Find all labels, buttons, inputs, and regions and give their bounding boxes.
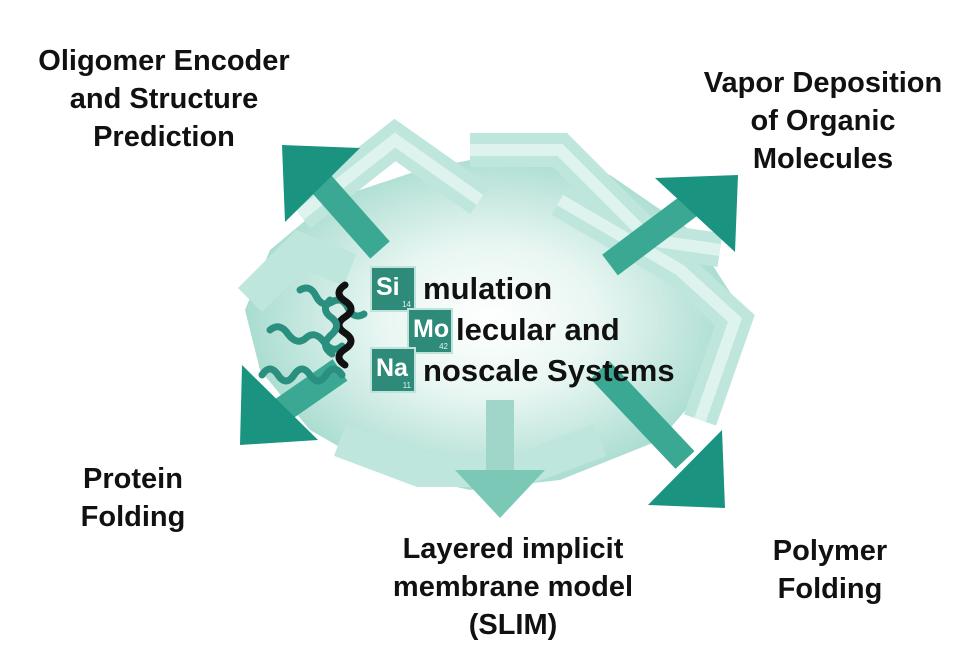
center-title-line-3: noscale Systems	[423, 353, 675, 388]
element-tile-mo: Mo 42	[407, 308, 453, 354]
arrow-vapor	[602, 175, 738, 276]
arrow-polymer	[590, 361, 725, 508]
label-vapor: Vapor Deposition of Organic Molecules	[703, 67, 943, 175]
label-slim: Layered implicit membrane model (SLIM)	[392, 533, 634, 641]
center-title-line-2: lecular and	[456, 312, 620, 347]
arrow-slim	[455, 400, 545, 518]
tile-symbol: Si	[376, 273, 400, 301]
label-protein: Protein Folding	[80, 463, 186, 533]
tile-number: 11	[402, 381, 411, 390]
tile-number: 14	[402, 300, 411, 309]
tile-symbol: Mo	[413, 315, 450, 343]
tile-number: 42	[439, 342, 448, 351]
element-tile-na: Na 11	[370, 347, 416, 393]
center-title-line-1: mulation	[423, 271, 553, 306]
element-tile-si: Si 14	[370, 266, 416, 312]
tile-symbol: Na	[376, 354, 408, 382]
protein-helix-illustration	[258, 281, 368, 385]
label-polymer: Polymer Folding	[772, 535, 888, 605]
label-oligomer: Oligomer Encoder and Structure Predictio…	[38, 45, 290, 153]
arrow-protein	[240, 359, 348, 445]
arrow-oligomer	[282, 145, 390, 259]
